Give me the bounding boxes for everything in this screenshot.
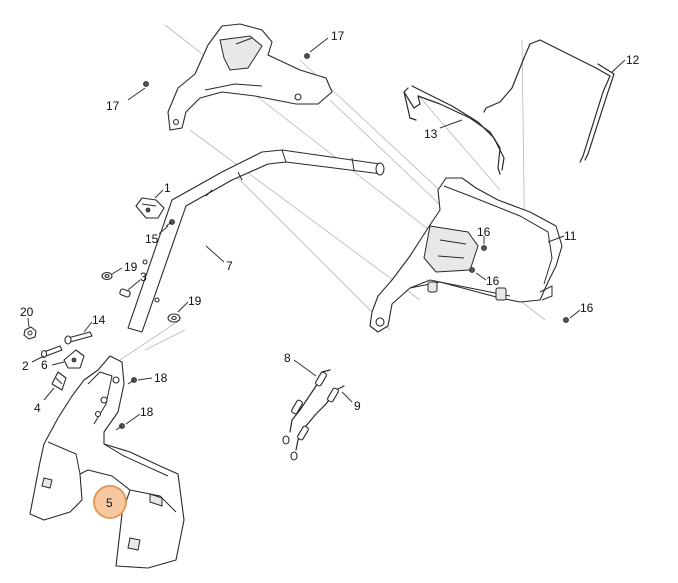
- washer-19-upper[interactable]: [101, 271, 113, 281]
- callout-18-upper: 18: [154, 371, 168, 385]
- screw-16-right[interactable]: [563, 317, 569, 323]
- lower-bail-bar[interactable]: [403, 85, 505, 175]
- highlight-circle-5[interactable]: [93, 485, 127, 519]
- callout-16-top: 16: [477, 225, 491, 239]
- callout-7: 7: [226, 259, 233, 273]
- screw-16-mid[interactable]: [469, 267, 475, 273]
- bolt-14[interactable]: [64, 331, 93, 345]
- bolt-2[interactable]: [40, 345, 63, 359]
- callout-15: 15: [145, 232, 159, 246]
- callout-16-right: 16: [580, 301, 594, 315]
- callout-3: 3: [140, 270, 147, 284]
- screw-17-right[interactable]: [304, 53, 310, 59]
- upper-handle-console[interactable]: [369, 177, 563, 333]
- control-cable-8[interactable]: [282, 369, 331, 445]
- callout-6: 6: [41, 358, 48, 372]
- callout-13: 13: [424, 127, 438, 141]
- callout-1: 1: [164, 181, 171, 195]
- screw-16-top[interactable]: [481, 245, 487, 251]
- screw-17-left[interactable]: [143, 81, 149, 87]
- screw-18-lower[interactable]: [115, 423, 125, 431]
- callout-labels: 17 17 12 13 1 15 7 19 3 19 20 14 2 6 4 1…: [20, 29, 640, 519]
- callout-16-mid: 16: [486, 274, 500, 288]
- upper-handle-tube[interactable]: [127, 149, 385, 333]
- callout-19-upper: 19: [124, 260, 138, 274]
- callout-17-right: 17: [331, 29, 345, 43]
- upper-handle-cover[interactable]: [167, 23, 333, 131]
- lower-handle-frame[interactable]: [29, 355, 185, 569]
- callout-9: 9: [354, 399, 361, 413]
- control-cable-9[interactable]: [290, 385, 345, 461]
- clamp-knob[interactable]: [135, 197, 165, 219]
- callout-8: 8: [284, 351, 291, 365]
- callout-5: 5: [106, 496, 113, 510]
- callout-14: 14: [92, 313, 106, 327]
- top-bail-bar[interactable]: [483, 39, 615, 163]
- callout-20: 20: [20, 305, 34, 319]
- nut-20[interactable]: [23, 326, 37, 340]
- screw-18-upper[interactable]: [127, 377, 137, 385]
- callout-11: 11: [564, 229, 577, 243]
- callout-17-left: 17: [106, 99, 120, 113]
- spring-clip[interactable]: [51, 371, 67, 391]
- clamp-lever[interactable]: [63, 349, 85, 369]
- screw-15[interactable]: [165, 219, 175, 227]
- callout-4: 4: [34, 401, 41, 415]
- washer-19-lower[interactable]: [167, 313, 181, 323]
- callout-2: 2: [22, 359, 29, 373]
- callout-leaders: [27, 37, 626, 425]
- pin-3[interactable]: [119, 288, 131, 298]
- callout-18-lower: 18: [140, 405, 154, 419]
- callout-12: 12: [626, 53, 640, 67]
- callout-19-lower: 19: [188, 294, 202, 308]
